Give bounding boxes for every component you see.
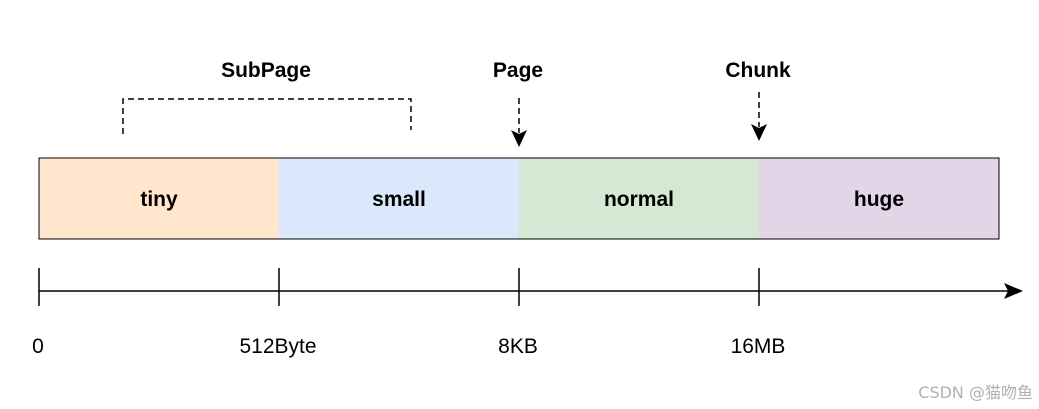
axis-arrow-head (1004, 283, 1023, 299)
chunk-marker: Chunk (725, 59, 791, 141)
bar-outline (38, 157, 1000, 240)
segment-label-small: small (372, 188, 426, 211)
size-axis: 0 512Byte 8KB 16MB (32, 268, 1023, 358)
segment-tiny (39, 158, 279, 239)
chunk-label: Chunk (725, 59, 791, 82)
axis-tick-label-512byte: 512Byte (239, 335, 316, 358)
segment-huge (759, 158, 999, 239)
segment-label-tiny: tiny (140, 188, 178, 211)
chunk-arrow-head (751, 124, 767, 141)
axis-tick-label-0: 0 (32, 335, 44, 358)
segment-normal (519, 158, 759, 239)
page-arrow-head (511, 130, 527, 147)
subpage-marker: SubPage (122, 59, 412, 134)
segment-label-huge: huge (854, 188, 904, 211)
subpage-bracket (122, 98, 412, 134)
size-class-bar: tiny small normal huge (38, 157, 1000, 240)
page-marker: Page (493, 59, 543, 147)
segment-label-normal: normal (604, 188, 674, 211)
page-label: Page (493, 59, 543, 82)
segment-small (279, 158, 519, 239)
axis-tick-label-16mb: 16MB (731, 335, 786, 358)
watermark: CSDN @猫吻鱼 (918, 383, 1033, 402)
subpage-label: SubPage (221, 59, 311, 82)
axis-tick-label-8kb: 8KB (498, 335, 538, 358)
